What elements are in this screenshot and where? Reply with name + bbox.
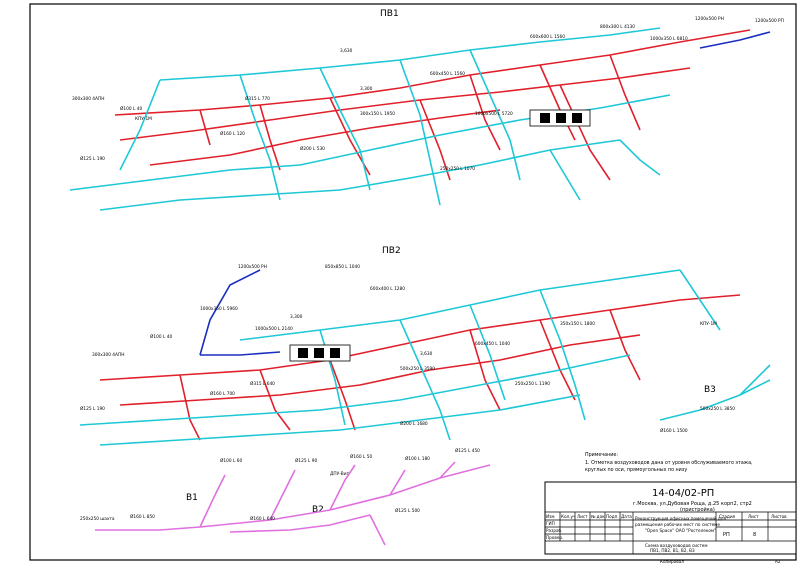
col-header-izm: Изм xyxy=(546,514,555,519)
pv2-label: 250x250 L 1190 xyxy=(515,381,550,387)
b-label: Ø160 L 640 xyxy=(250,515,275,522)
col-header-doc: № док xyxy=(591,514,605,519)
pv1-label: Ø315 L 770 xyxy=(245,95,270,102)
desc-line-2: размещения рабочих мест по системе xyxy=(635,522,720,527)
pv2-label: 300x300 4АПН xyxy=(92,352,124,358)
pv2-ductwork xyxy=(79,269,771,446)
pv2-label: 600x400 L 1280 xyxy=(370,286,405,292)
pv1-label: 1200x500 РП xyxy=(755,18,784,24)
b-label: 500x250 L 3850 xyxy=(700,406,735,412)
format-label: А2 xyxy=(775,559,781,564)
system-label-pv1: ПВ1 xyxy=(380,9,399,19)
pv1-label: 300x300 4АПН xyxy=(72,96,104,102)
col-header-kol: Кол.уч xyxy=(561,514,576,519)
pv1-labels: 1200x500 РН 1200x500 РП 1000x350 L 6810 … xyxy=(72,16,784,172)
row-label-razrab: Разраб. xyxy=(546,528,562,533)
pv2-air-handling-unit xyxy=(289,344,351,362)
sheet-title-line-1: Схема воздуховодов систем xyxy=(645,543,708,548)
pv2-label: 1000x350 L 5960 xyxy=(200,306,238,312)
pv1-label: 600x600 L 1560 xyxy=(530,34,565,40)
address-line-1: г.Москва, ул.Дубовая Роща, д.25 корп2, с… xyxy=(633,501,752,507)
pv2-labels: 1200x500 РН 850x850 L 1040 1000x350 L 59… xyxy=(80,264,717,427)
b-label: Ø125 L 90 xyxy=(295,457,317,464)
desc-line-1: Реконструкция офисных помещений для xyxy=(635,516,726,521)
pv1-label: 1000x500 L 5720 xyxy=(475,111,513,117)
notes-line-1: 1. Отметка воздуховодов дана от уровня о… xyxy=(585,460,753,466)
col-header-date: Дата xyxy=(621,514,632,519)
b-labels: 250x250 шахта Ø160 L 850 Ø100 L 60 Ø125 … xyxy=(80,406,735,522)
system-label-pv2: ПВ2 xyxy=(382,246,401,256)
b-label: Ø160 L 1500 xyxy=(660,427,688,434)
desc-line-3: "Open Space" ОАО "Ростелеком" xyxy=(645,528,716,533)
address-line-2: (пристройка) xyxy=(680,506,715,513)
b-systems-ductwork xyxy=(95,461,491,546)
pv2-label: Ø200 L 1680 xyxy=(400,420,428,427)
notes: Примечание: 1. Отметка воздуховодов дана… xyxy=(585,452,753,473)
drawing-frame xyxy=(29,3,797,561)
pv2-label: 500x250 L 3590 xyxy=(400,366,435,372)
b-label: Ø160 L 850 xyxy=(130,513,155,520)
b-label: Ø125 L 450 xyxy=(455,447,480,454)
pv2-label: 3,300 xyxy=(290,314,303,320)
pv2-label: КПУ-1М xyxy=(700,321,717,327)
col-header-list: Лист xyxy=(577,514,588,519)
pv1-air-handling-unit xyxy=(529,109,591,127)
sheets-header: Листов xyxy=(771,514,787,519)
pv2-label: 1000x500 L 2140 xyxy=(255,326,293,332)
pv1-label: 300x150 L 1950 xyxy=(360,111,395,117)
b-label: Ø125 L 500 xyxy=(395,507,420,514)
b-label: Ø100 L 60 xyxy=(220,457,242,464)
b-label: 250x250 шахта xyxy=(80,516,115,522)
pv1-label: 250x250 L 1070 xyxy=(440,166,475,172)
drawing-code: 14-04/02-РП xyxy=(652,488,714,499)
pv1-label: 3,300 xyxy=(360,86,373,92)
title-block: 14-04/02-РП г.Москва, ул.Дубовая Роща, д… xyxy=(544,481,797,564)
pv2-label: Ø125 L 190 xyxy=(80,405,105,412)
sheet-title-line-2: ПВ1, ПВ2, В1, В2, В3 xyxy=(650,548,695,553)
b-label: ДПУ-Вит xyxy=(330,471,349,477)
pv2-label: 3,630 xyxy=(420,351,433,357)
notes-heading: Примечание: xyxy=(585,452,618,458)
pv2-label: Ø100 L 40 xyxy=(150,333,172,340)
col-header-sign: Подп. xyxy=(606,514,619,519)
pv1-label: Ø200 L 530 xyxy=(300,145,325,152)
pv1-label: 3,630 xyxy=(340,48,353,54)
row-label-gip: ГИП xyxy=(546,521,555,526)
notes-line-2: круглых по оси, прямоугольных по низу xyxy=(585,468,687,473)
system-label-b3: В3 xyxy=(704,385,716,395)
pv2-label: 850x850 L 1040 xyxy=(325,264,360,270)
pv2-label: 600x450 L 1040 xyxy=(475,341,510,347)
row-label-prover: Провер. xyxy=(546,535,563,540)
pv1-label: КПУ-1М xyxy=(135,116,152,122)
pv2-label: 1200x500 РН xyxy=(238,264,267,270)
stage-value: РП xyxy=(723,532,730,538)
pv2-label: 350x150 L 1800 xyxy=(560,321,595,327)
pv1-label: 800x300 L 4130 xyxy=(600,24,635,30)
b-label: Ø160 L 50 xyxy=(350,453,372,460)
pv1-label: Ø100 L 40 xyxy=(120,105,142,112)
copied-label: Копировал xyxy=(660,559,684,564)
system-label-b1: В1 xyxy=(186,493,198,503)
pv1-label: Ø125 L 190 xyxy=(80,155,105,162)
pv2-label: Ø315 L 640 xyxy=(250,380,275,387)
pv1-label: 1200x500 РН xyxy=(695,16,724,22)
sheet-number: 8 xyxy=(753,532,756,538)
stage-header: Стадия xyxy=(719,514,736,519)
sheet-header: Лист xyxy=(748,514,759,519)
pv1-label: 600x450 L 1560 xyxy=(430,71,465,77)
pv2-label: Ø160 L 700 xyxy=(210,390,235,397)
b-label: Ø100 L 180 xyxy=(405,455,430,462)
pv1-label: Ø160 L 120 xyxy=(220,130,245,137)
pv1-ductwork xyxy=(69,27,771,211)
pv1-label: 1000x350 L 6810 xyxy=(650,36,688,42)
system-label-b2: В2 xyxy=(312,505,324,515)
